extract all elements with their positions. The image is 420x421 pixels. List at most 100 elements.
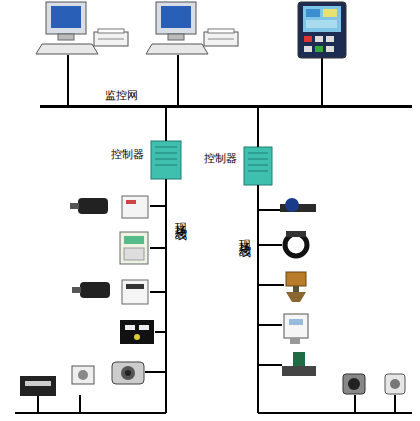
fieldbus-line [79, 395, 81, 413]
workstation [98, 39, 124, 40]
workstation [208, 39, 234, 40]
level-meter [290, 338, 300, 344]
controller-cabinet [248, 171, 268, 172]
camera-device [125, 370, 131, 376]
operator-panel [326, 46, 334, 52]
fieldbus-line [258, 364, 282, 366]
bus-connector [165, 108, 167, 141]
mag-flowmeter [282, 352, 316, 376]
drive-unit [134, 334, 140, 340]
fieldbus-line [258, 244, 282, 246]
camera-device [72, 366, 94, 384]
fieldbus-line [394, 395, 396, 413]
camera-device [112, 362, 144, 384]
camera-device [72, 362, 144, 384]
fieldbus-line [258, 284, 284, 286]
camera-device [390, 379, 400, 389]
workstation [46, 2, 86, 34]
fieldbus-line [165, 179, 167, 413]
controller-cabinet [244, 147, 272, 185]
workstation [51, 6, 81, 28]
fieldbus-line [258, 324, 282, 326]
operator-panel [323, 9, 337, 17]
workstation [36, 2, 128, 54]
controller-cabinet [151, 141, 272, 185]
fieldbus-line [37, 395, 39, 413]
fieldbus-line [258, 209, 280, 211]
network-drop [67, 55, 69, 107]
io-box [25, 381, 51, 386]
servo-motor [72, 287, 81, 293]
camera-device [343, 374, 365, 394]
controller-cabinet [248, 159, 268, 160]
fieldbus-line [257, 185, 259, 413]
network-drop [177, 55, 179, 107]
servo-motor [70, 203, 79, 209]
fieldbus-label: 现场总线 [236, 230, 253, 238]
workstation [146, 44, 208, 54]
valve-positioner [293, 286, 299, 292]
workstation [146, 2, 238, 54]
fieldbus-line [155, 331, 166, 333]
workstation [156, 2, 196, 34]
valve-positioner [286, 272, 306, 286]
io-box [20, 376, 56, 396]
servo-motor [80, 282, 110, 298]
drive-unit [139, 325, 149, 330]
fieldbus-line [150, 205, 166, 207]
camera-device [348, 378, 360, 390]
drive-unit [125, 325, 135, 330]
io-box [20, 376, 56, 396]
servo-motor [78, 198, 108, 214]
level-meter [289, 319, 303, 325]
camera-device [78, 370, 88, 380]
network-drop [68, 55, 322, 107]
flow-meter [286, 231, 306, 237]
workstation [36, 44, 98, 54]
workstation [98, 29, 124, 33]
drive-unit [120, 320, 154, 344]
operator-panel [303, 6, 341, 32]
controller-cabinet [155, 165, 177, 166]
fieldbus-line [15, 179, 412, 413]
workstation [94, 32, 128, 46]
flow-meter [285, 234, 307, 256]
network-label: 监控网 [105, 88, 138, 103]
operator-panel [315, 36, 323, 42]
servo-motor [122, 196, 148, 218]
camera-device [343, 374, 405, 394]
servo-motor [126, 284, 144, 289]
network-bus: 监控网 [40, 105, 412, 108]
valve-positioner [286, 292, 306, 302]
fieldbus-line [150, 291, 166, 293]
plc-module [124, 248, 144, 260]
operator-panel [326, 36, 334, 42]
camera-device [121, 366, 135, 380]
pressure-transmitter [280, 198, 316, 212]
operator-panel [304, 36, 312, 42]
mag-flowmeter [282, 366, 316, 376]
controller-cabinet [155, 153, 177, 154]
plc-module [124, 236, 144, 244]
controller-cabinet [248, 153, 268, 154]
controller-cabinet [248, 165, 268, 166]
workstation [161, 6, 191, 28]
operator-panel [304, 46, 312, 52]
workstation [58, 34, 74, 40]
controller-node: 控制器 [151, 141, 181, 179]
plc-module [120, 232, 148, 264]
workstation [204, 32, 238, 46]
fieldbus-line [354, 395, 356, 413]
operator-panel [306, 9, 320, 17]
operator-panel [298, 2, 346, 58]
mag-flowmeter [293, 352, 305, 366]
drive-unit [120, 320, 154, 344]
fieldbus-line [145, 371, 166, 373]
network-drop [321, 58, 323, 107]
pressure-transmitter [285, 198, 299, 212]
fieldbus-label: 现场总线 [172, 213, 189, 221]
controller-label: 控制器 [111, 147, 144, 162]
workstation [208, 29, 234, 33]
